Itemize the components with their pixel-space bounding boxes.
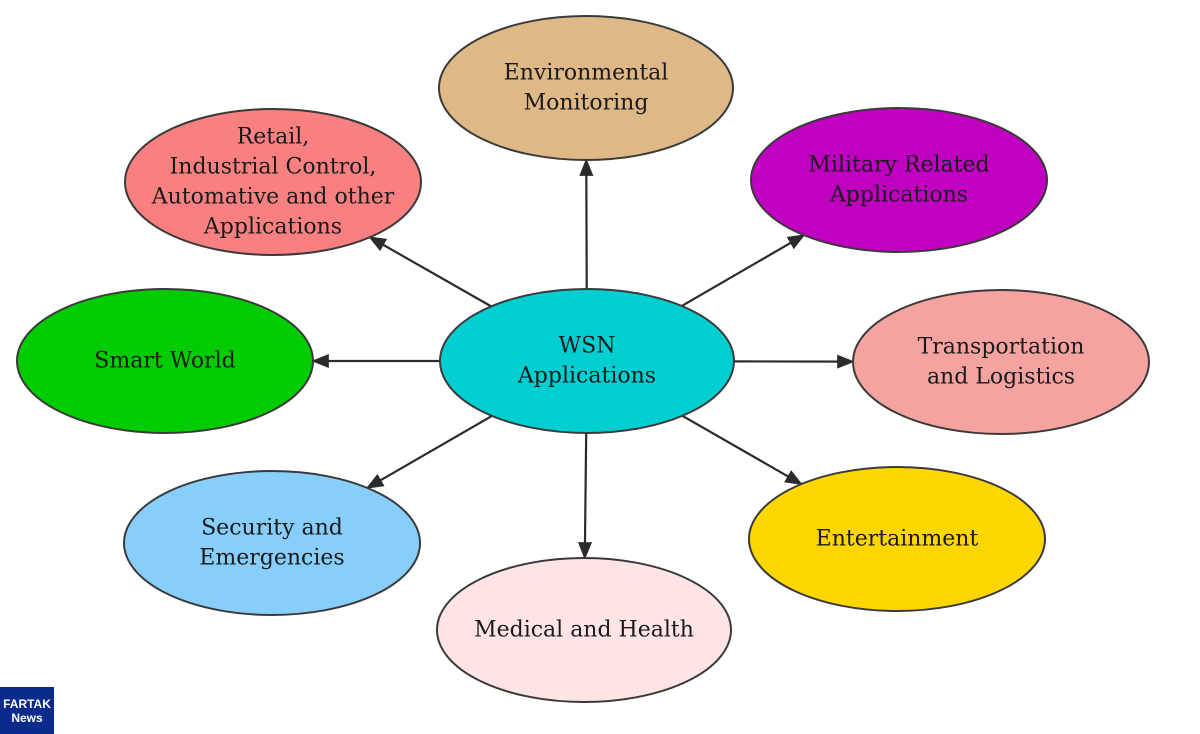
- center-node-wsn-applications-label: Applications: [517, 364, 656, 389]
- node-entertainment-label: Entertainment: [816, 527, 979, 552]
- fartak-news-watermark: FARTAK News: [0, 687, 54, 734]
- node-security-and-emergencies-label: Security and: [201, 516, 343, 541]
- node-smart-world-label: Smart World: [94, 349, 235, 374]
- node-transportation-and-logistics-label: Transportation: [918, 335, 1085, 360]
- node-military-related-applications-label: Applications: [829, 183, 968, 208]
- node-retail-industrial-control-label: Industrial Control,: [170, 155, 377, 180]
- node-transportation-and-logistics-label: and Logistics: [927, 365, 1075, 390]
- node-entertainment-ellipse: [748, 466, 1046, 612]
- watermark-line-1: FARTAK: [3, 696, 51, 711]
- node-smart-world-ellipse: [16, 288, 314, 434]
- node-retail-industrial-control-ellipse: [124, 108, 422, 256]
- edge-to-entertainment: [681, 414, 803, 486]
- node-medical-and-health-ellipse: [436, 557, 732, 703]
- node-military-related-applications-label: Military Related: [808, 153, 989, 178]
- center-node-wsn-applications-ellipse: [439, 288, 735, 434]
- watermark-line-2: News: [11, 710, 43, 725]
- edges: [311, 158, 855, 560]
- edge-to-military-related-applications: [681, 234, 806, 307]
- nodes: WSN Applications EnvironmentalMonitoringMi…: [16, 15, 1150, 703]
- edge-to-security-and-emergencies: [365, 414, 493, 489]
- node-environmental-monitoring-label: Monitoring: [524, 91, 649, 116]
- node-medical-and-health: Medical and Health: [436, 557, 732, 703]
- node-security-and-emergencies-ellipse: [123, 470, 421, 616]
- edge-to-retail-industrial-control: [368, 236, 492, 308]
- node-transportation-and-logistics: Transportation and Logistics: [852, 289, 1150, 435]
- node-security-and-emergencies-label: Emergencies: [199, 546, 344, 571]
- node-smart-world: Smart World: [16, 288, 314, 434]
- edge-to-medical-and-health: [577, 432, 593, 560]
- center-node-wsn-applications: WSN Applications: [439, 288, 735, 434]
- center-node-wsn-applications-label: WSN: [559, 334, 616, 359]
- node-retail-industrial-control-label: Retail,: [237, 125, 310, 150]
- node-medical-and-health-label: Medical and Health: [474, 618, 694, 643]
- node-retail-industrial-control: Retail, Industrial Control, Automative and…: [124, 108, 422, 256]
- node-entertainment: Entertainment: [748, 466, 1046, 612]
- node-transportation-and-logistics-ellipse: [852, 289, 1150, 435]
- node-retail-industrial-control-label: Applications: [203, 215, 342, 240]
- node-retail-industrial-control-label: Automative and other: [151, 185, 395, 210]
- node-environmental-monitoring-label: Environmental: [504, 61, 669, 86]
- node-military-related-applications-ellipse: [750, 107, 1048, 253]
- node-environmental-monitoring-ellipse: [438, 15, 734, 161]
